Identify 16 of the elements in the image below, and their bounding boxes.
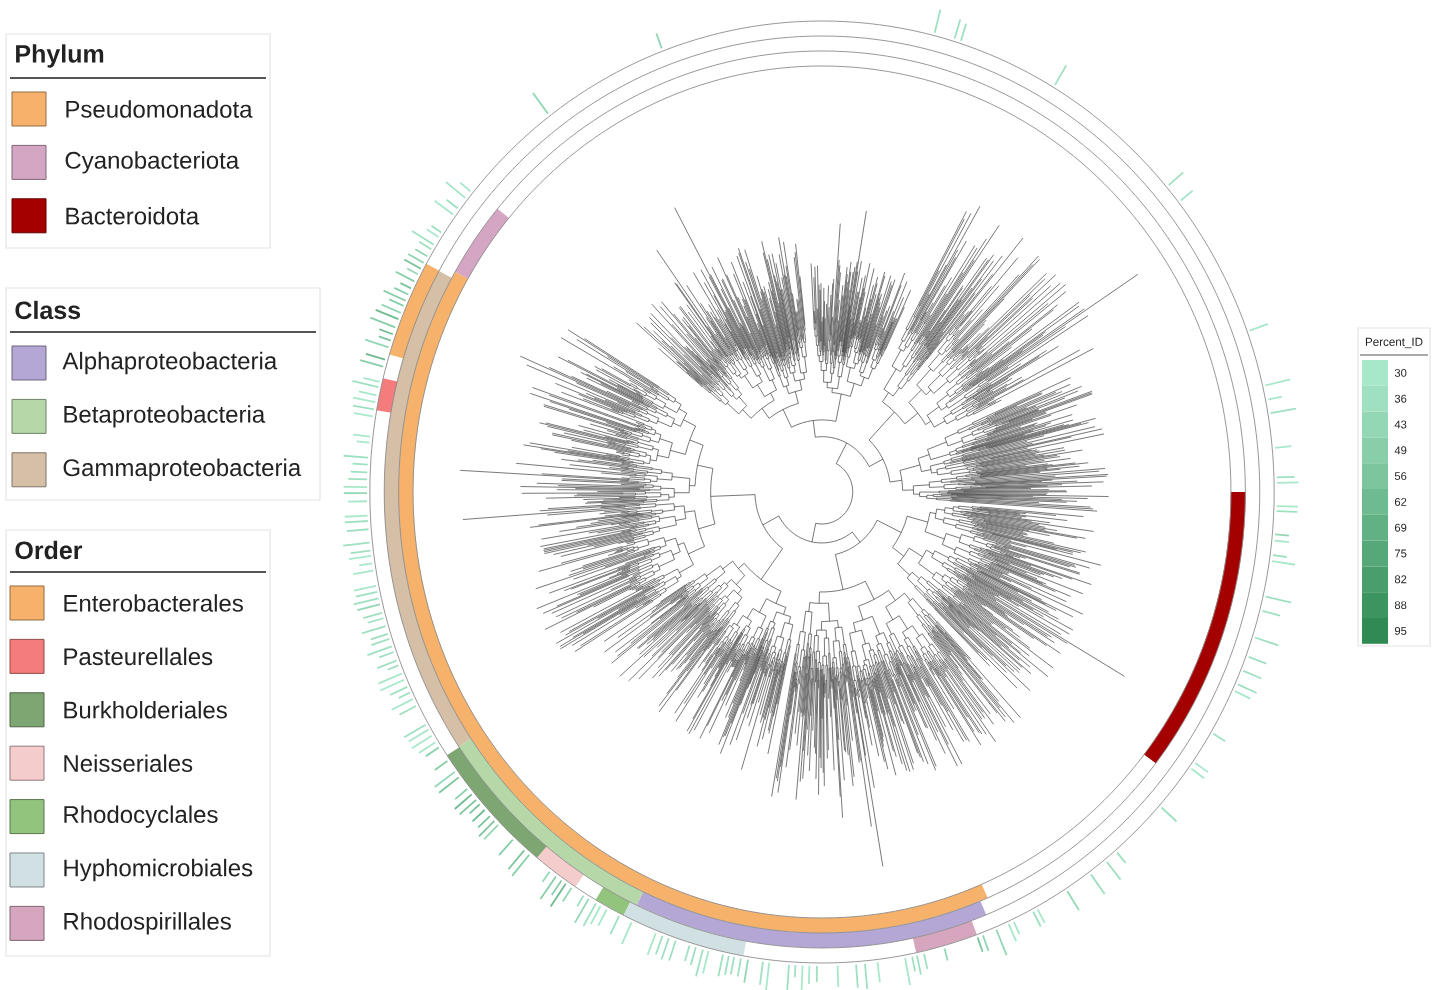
legend-label: Burkholderiales [64,701,227,719]
legend-label: Rhodospirillales [64,912,231,935]
legend-label: Neisseriales [64,754,193,772]
legend-label: Pasteurellales [64,647,213,666]
legend-title: Order [15,540,83,560]
legend-label: Gammaproteobacteria [63,458,302,481]
legend-label: Rhodocyclales [64,805,218,828]
legend-label: Cyanobacteriota [65,151,240,174]
legend-title: Class [15,300,81,320]
legend-label: Hyphomicrobiales [64,858,253,882]
legend-label: Enterobacterales [64,594,243,612]
legend-label: Alphaproteobacteria [62,351,278,375]
legend-label: Pseudomonadota [66,100,253,118]
legend-title: Phylum [16,44,104,68]
legend-label: Betaproteobacteria [64,405,266,428]
legend-label: Bacteroidota [66,207,200,225]
